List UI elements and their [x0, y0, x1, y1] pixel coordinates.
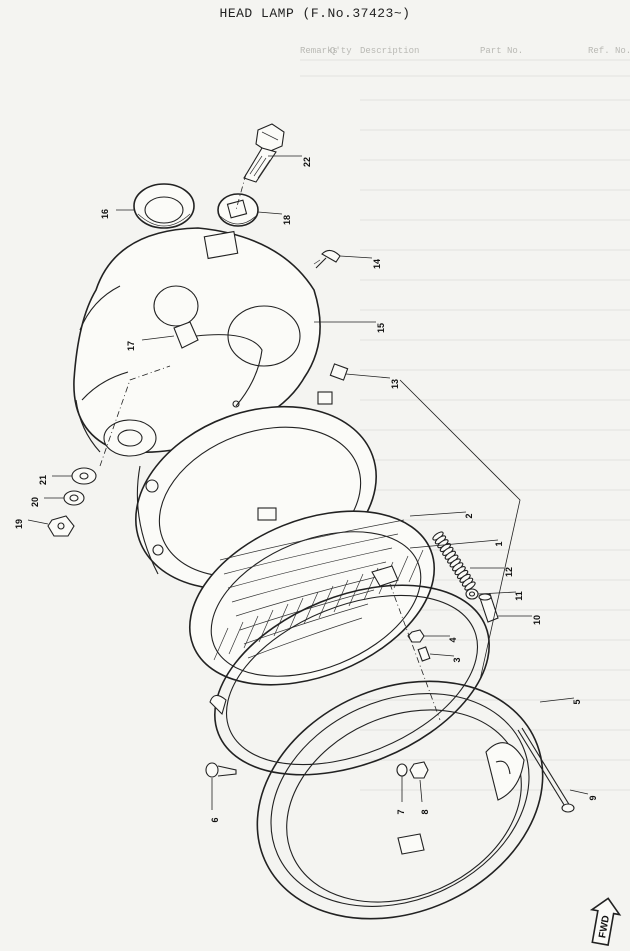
washer-11 [465, 588, 479, 600]
callout-leader-9 [569, 789, 589, 795]
callout-leader-13 [345, 373, 391, 379]
callout-22: 22 [302, 157, 312, 167]
callout-leader-19 [27, 519, 49, 525]
callout-leader-17 [141, 335, 175, 341]
callout-20: 20 [30, 497, 40, 507]
spring-washer-20 [63, 490, 85, 506]
callout-leader-5 [539, 697, 575, 703]
nut-8 [409, 761, 429, 779]
callout-15: 15 [376, 323, 386, 333]
callout-5: 5 [572, 699, 582, 704]
callout-leader-8 [419, 779, 423, 803]
ghost-header-3: Description [360, 46, 419, 56]
callout-leader-18 [257, 211, 283, 215]
long-screw-9 [517, 727, 575, 813]
assembly-lines [99, 173, 521, 721]
page-title: HEAD LAMP (F.No.37423~) [219, 6, 411, 21]
lens-prism-line [247, 617, 363, 659]
lens-prism-line [227, 547, 393, 589]
inner-rim-5 [209, 565, 490, 776]
ghost-header-5: Remarks [300, 46, 338, 56]
lens-prism-line [223, 533, 399, 575]
bezel-rim [256, 680, 544, 920]
callout-3: 3 [452, 657, 462, 662]
callout-9: 9 [588, 795, 598, 800]
ghost-table: Ref. No. Part No. Description Q'ty Remar… [300, 46, 630, 791]
callout-8: 8 [420, 809, 430, 814]
callout-14: 14 [372, 259, 382, 269]
fwd-arrow: FWD [589, 897, 622, 946]
lens-prism-line [393, 555, 409, 589]
lens-prism-line [231, 561, 387, 603]
callout-leader-2 [409, 511, 467, 517]
bolt-22 [243, 123, 285, 183]
grommet-16 [133, 183, 195, 229]
lens-prism-line [348, 573, 364, 607]
lens-prism-line [228, 621, 244, 655]
screw-3 [417, 646, 431, 662]
lens-prism-line [235, 575, 381, 617]
callout-2: 2 [464, 513, 474, 518]
ghost-header-1: Ref. No. [588, 46, 630, 56]
spring-coil [464, 581, 476, 591]
clip-13 [329, 363, 349, 381]
callout-7: 7 [396, 809, 406, 814]
callout-18: 18 [282, 215, 292, 225]
callout-10: 10 [532, 615, 542, 625]
callout-leader-1 [409, 539, 499, 549]
nut-4 [407, 629, 425, 643]
washer-7 [396, 763, 408, 777]
lens-prism-line [243, 615, 259, 649]
callout-11: 11 [514, 591, 524, 601]
screw-14 [313, 249, 341, 269]
callout-17: 17 [126, 341, 136, 351]
lens-prism-line [213, 627, 229, 661]
grommet-18 [217, 193, 259, 227]
ghost-header-2: Part No. [480, 46, 523, 56]
washer-21 [71, 467, 97, 485]
callout-21: 21 [38, 475, 48, 485]
callout-leader-3 [429, 653, 455, 657]
spring-12 [432, 531, 476, 591]
lens-prism-line [219, 519, 405, 561]
callout-4: 4 [448, 637, 458, 642]
lens-prism-line [408, 549, 424, 583]
callout-19: 19 [14, 519, 24, 529]
callout-12: 12 [504, 567, 514, 577]
screw-6 [205, 762, 237, 778]
callout-leader-11 [477, 591, 517, 595]
callout-6: 6 [210, 817, 220, 822]
nut-19 [47, 515, 75, 537]
ghost-header-4: Q'ty [330, 46, 352, 56]
callout-13: 13 [390, 379, 400, 389]
callout-leader-14 [339, 255, 373, 259]
fwd-label: FWD [597, 915, 612, 939]
socket-wire-17 [173, 321, 263, 408]
callout-16: 16 [100, 209, 110, 219]
lens-prism-line [273, 603, 289, 637]
lens-prism-line [243, 603, 369, 645]
callout-1: 1 [494, 541, 504, 546]
sealed-beam-2 [188, 507, 436, 686]
